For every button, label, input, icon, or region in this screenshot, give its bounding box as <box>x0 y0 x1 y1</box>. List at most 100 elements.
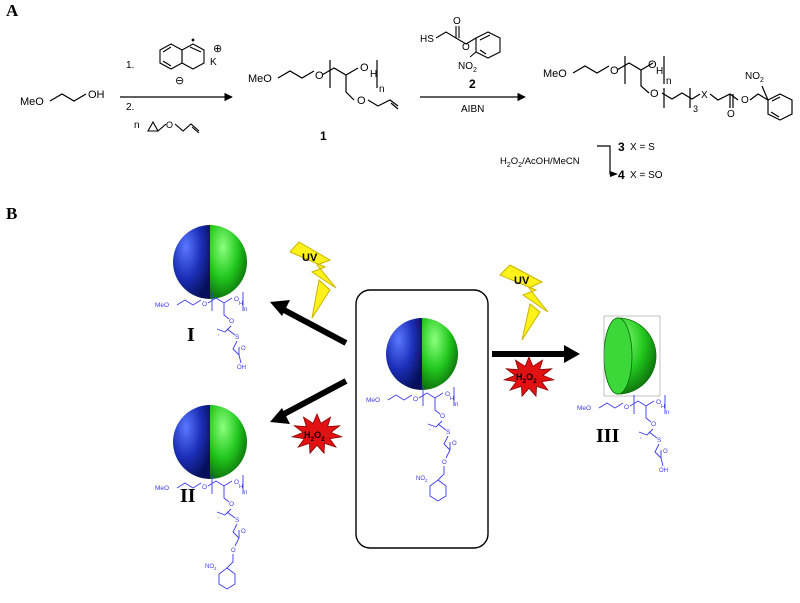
svg-text:MeO: MeO <box>155 485 169 492</box>
label-III: III <box>596 425 620 447</box>
svg-text:OH: OH <box>237 365 246 371</box>
allyl-glycidyl-ether-structure: O <box>147 120 200 134</box>
reagent-2-carbonyl-o: O <box>453 16 461 27</box>
potassium-label: K <box>210 57 217 68</box>
compound-3-4-ester-o: O <box>741 95 749 106</box>
h2o2-burst-left: H2O2 <box>290 412 344 455</box>
reagent-2-ester-o: O <box>462 42 470 53</box>
compound-3-4-no2: NO2 <box>745 71 764 84</box>
svg-text:n: n <box>244 490 247 496</box>
svg-text:n: n <box>244 307 247 313</box>
svg-text:O: O <box>440 413 445 420</box>
reagent-2-structure <box>435 26 501 59</box>
svg-text:O: O <box>166 120 173 130</box>
janus-sphere-II <box>173 405 247 479</box>
svg-text:H: H <box>450 396 454 402</box>
label-II: II <box>180 485 196 507</box>
svg-text:O: O <box>663 449 668 455</box>
compound-3-definition: X = S <box>630 142 655 153</box>
svg-text:O: O <box>445 391 450 398</box>
svg-text:H: H <box>239 301 243 307</box>
janus-sphere-start <box>386 318 458 390</box>
svg-text:,: , <box>640 434 642 440</box>
janus-sphere-I <box>173 225 247 299</box>
label-I: I <box>187 324 195 346</box>
arrow-to-II <box>270 378 348 424</box>
svg-text:O: O <box>202 301 207 308</box>
compound-3-4-meo: MeO <box>543 68 567 80</box>
svg-text:O: O <box>234 296 239 303</box>
reagent-2-no2: NO2 <box>458 61 477 74</box>
svg-text:O: O <box>413 396 418 403</box>
svg-text:O: O <box>234 479 239 486</box>
svg-text:NO2: NO2 <box>205 564 217 571</box>
start-meo-label: MeO <box>20 96 44 108</box>
minus-charge: ⊖ <box>175 75 184 87</box>
uv-bolt-right: UV <box>499 264 549 341</box>
uv-label-left: UV <box>302 252 318 264</box>
naphthalenide-structure <box>159 43 205 70</box>
svg-text:n: n <box>666 410 669 416</box>
step2-equiv-n: n <box>134 120 140 131</box>
svg-text:OH: OH <box>659 468 668 474</box>
compound-1-structure <box>277 60 399 110</box>
compound-3-4-x: X <box>701 90 708 101</box>
svg-text:H: H <box>661 404 665 410</box>
uv-bolt-left: UV <box>289 241 337 319</box>
oxidation-arrow <box>597 145 612 175</box>
svg-text:O: O <box>651 421 656 428</box>
compound-1-h: H <box>370 69 377 80</box>
compound-1-n: n <box>379 84 385 95</box>
aibn-condition: AIBN <box>461 104 484 115</box>
oxidation-conditions: H2O2/AcOH/MeCN <box>500 156 580 169</box>
svg-text:NO2: NO2 <box>416 476 428 483</box>
step2-number: 2. <box>126 102 134 113</box>
compound-3-4-ether-o: O <box>610 65 619 77</box>
compound-4-number: 4 <box>618 168 625 182</box>
hemisphere-III <box>603 315 661 397</box>
arrow-to-III <box>492 345 580 363</box>
svg-text:MeO: MeO <box>155 302 169 309</box>
compound-3-4-h: H <box>656 66 663 77</box>
svg-text:S: S <box>235 334 240 341</box>
reagent-2-hs: HS <box>420 34 434 45</box>
panel-a-label: A <box>6 1 19 20</box>
compound-3-number: 3 <box>618 140 625 154</box>
compound-1-chain-o: O <box>360 62 369 74</box>
svg-text:O: O <box>624 404 629 411</box>
compound-4-definition: X = SO <box>630 170 663 181</box>
arrow-to-I <box>270 300 348 346</box>
step1-number: 1. <box>126 60 134 71</box>
compound-1-ether-o: O <box>315 70 324 82</box>
svg-text:n: n <box>455 402 458 408</box>
svg-text:O: O <box>229 501 234 508</box>
svg-text:H: H <box>239 484 243 490</box>
panel-b-label: B <box>6 204 17 223</box>
svg-text:O: O <box>452 441 457 447</box>
starting-micelle-box <box>355 289 489 549</box>
compound-3-4-carbonyl-o: O <box>727 109 735 120</box>
plus-charge: ⊕ <box>213 43 222 55</box>
start-oh-label: OH <box>88 89 105 101</box>
compound-1-label: 1 <box>320 129 327 143</box>
uv-label-right: UV <box>514 275 530 287</box>
svg-text:,: , <box>218 331 220 337</box>
reagent-2-label: 2 <box>469 77 476 91</box>
svg-text:O: O <box>229 318 234 325</box>
svg-text:S: S <box>446 429 451 436</box>
svg-text:S: S <box>657 437 662 444</box>
svg-text:,: , <box>429 426 431 432</box>
compound-3-4-three: 3 <box>693 104 698 114</box>
svg-text:O: O <box>442 460 447 466</box>
svg-text:,: , <box>218 514 220 520</box>
svg-text:O: O <box>241 346 246 352</box>
svg-text:S: S <box>235 517 240 524</box>
svg-text:O: O <box>241 529 246 535</box>
svg-text:MeO: MeO <box>366 397 380 404</box>
